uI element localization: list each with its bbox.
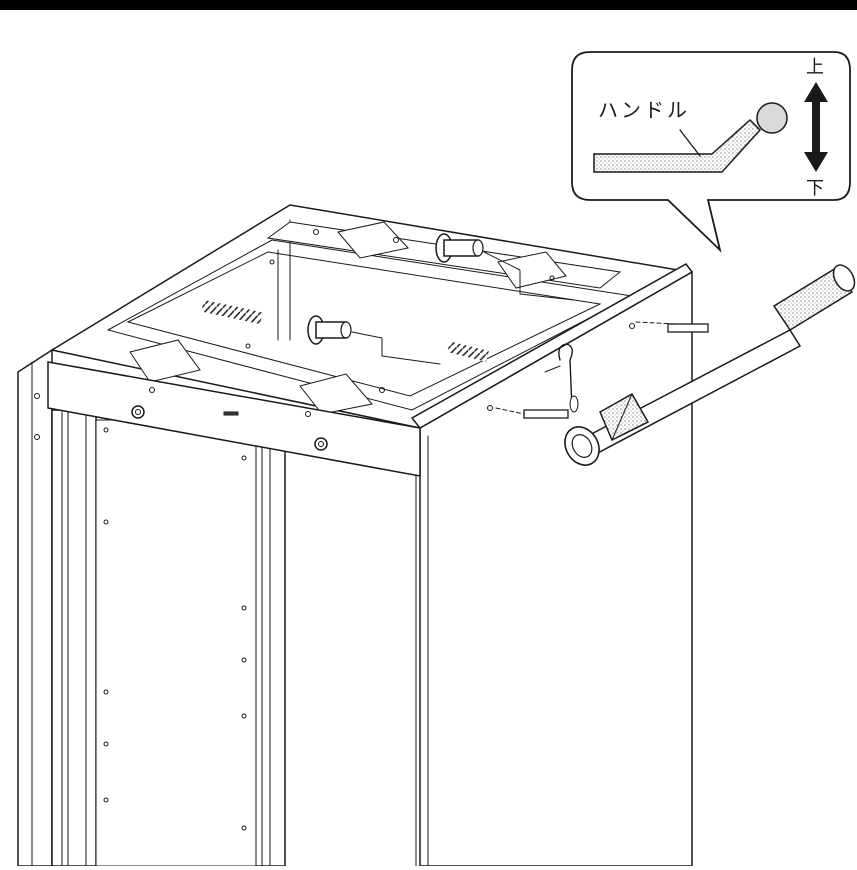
bushing-front bbox=[307, 315, 441, 365]
up-label: 上 bbox=[806, 57, 824, 78]
spring bbox=[201, 299, 263, 325]
spring bbox=[447, 341, 489, 362]
callout-leader bbox=[679, 129, 701, 157]
callout-bubble bbox=[571, 51, 851, 253]
latch-clip bbox=[558, 343, 579, 413]
handle-grip-lower bbox=[599, 392, 650, 442]
rail-screw bbox=[314, 437, 328, 451]
handle-grip-upper bbox=[772, 266, 854, 332]
header-bar bbox=[0, 0, 857, 10]
rail-screw bbox=[131, 405, 145, 419]
handle-assembly bbox=[495, 264, 856, 466]
down-label: 下 bbox=[806, 178, 824, 199]
screw-hole bbox=[34, 393, 40, 399]
cabinet bbox=[17, 204, 694, 867]
handle-label: ハンドル bbox=[598, 98, 690, 122]
callout-handle-sketch bbox=[593, 118, 762, 173]
bushing-rear bbox=[435, 233, 575, 301]
up-down-double-arrow-icon bbox=[804, 82, 828, 172]
screw-hole bbox=[34, 434, 40, 440]
